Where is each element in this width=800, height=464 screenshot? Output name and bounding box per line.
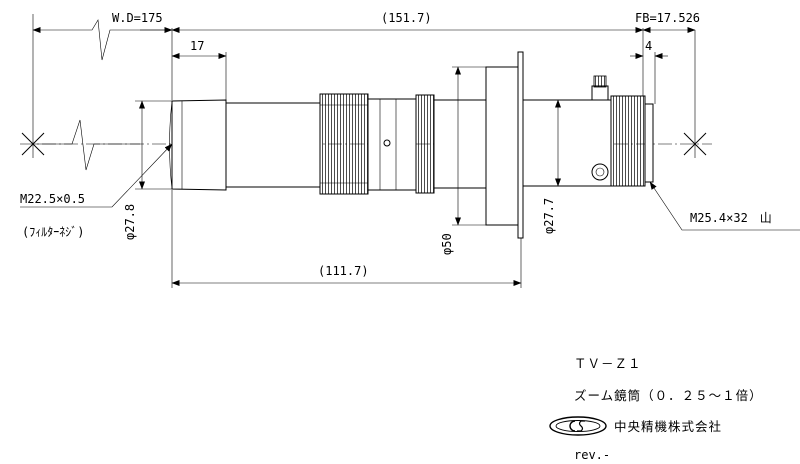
mount-flange: [485, 51, 524, 239]
zoom-ring-1: [319, 93, 369, 195]
flange-depth-label: 4: [645, 39, 652, 53]
flange-diameter-label: φ50: [440, 233, 454, 255]
company-name: 中央精機株式会社: [614, 419, 722, 434]
mount-thread-label: M25.4×32 山: [690, 211, 772, 225]
zoom-ring-2: [415, 94, 435, 194]
middle-tube: [367, 98, 417, 191]
product-description: ズーム鏡筒（０．２５～１倍）: [574, 388, 763, 403]
working-distance-label: W.D=175: [112, 11, 163, 25]
front-thread-label: M22.5×0.5: [20, 192, 85, 206]
rear-body: [522, 75, 612, 187]
mount-ring: [610, 95, 654, 187]
company-logo: [549, 416, 607, 436]
total-length-label: (151.7): [381, 11, 432, 25]
front-length-label: 17: [190, 39, 204, 53]
front-barrel: [169, 99, 227, 191]
rear-diameter-label: φ27.7: [542, 198, 556, 234]
main-tube: [225, 102, 321, 188]
front-diameter-label: φ27.8: [123, 204, 137, 240]
working-distance-break: [21, 14, 170, 171]
model-name: ＴＶ－Ｚ１: [574, 356, 642, 371]
front-thread-note: (ﾌｨﾙﾀｰﾈｼﾞ): [22, 225, 84, 239]
flange-back-label: FB=17.526: [635, 11, 700, 25]
image-plane-marker: [683, 30, 707, 158]
body-length-label: (111.7): [318, 264, 369, 278]
revision-label: rev.-: [574, 448, 610, 462]
